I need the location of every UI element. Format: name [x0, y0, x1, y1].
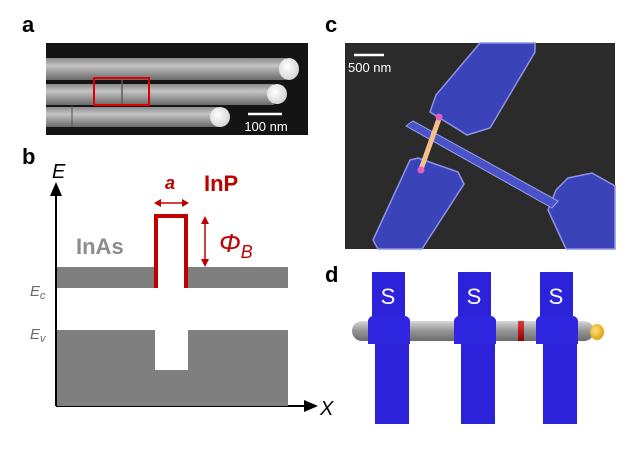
sem-contact-right	[547, 172, 616, 250]
position-axis-arrow	[304, 400, 318, 412]
contact-3-label: S	[549, 284, 564, 309]
panel-letter-b: b	[22, 144, 36, 169]
conduction-band-label: Ec	[30, 283, 46, 302]
barrier-width-symbol: a	[165, 173, 175, 193]
contact-2-bottom	[461, 344, 495, 424]
contact-2-label: S	[467, 284, 482, 309]
panel-letter-a: a	[22, 12, 35, 37]
tem-highlight-box	[93, 77, 150, 106]
position-axis-label: X	[319, 398, 334, 420]
inp-label: InP	[204, 171, 238, 196]
energy-axis-label: E	[52, 161, 66, 183]
inas-label: InAs	[76, 234, 124, 259]
contact-3-wrap	[536, 315, 578, 344]
sem-junction-top	[435, 113, 443, 121]
panel-d-device-schematic: S S S	[352, 272, 604, 424]
sem-nanowire	[417, 115, 443, 173]
inp-barrier-outline	[154, 214, 188, 288]
schematic-gold-tip	[590, 324, 604, 340]
tem-gold-tip-1	[279, 58, 299, 80]
contact-1-bottom	[375, 344, 409, 424]
barrier-height-symbol: ΦB	[219, 228, 253, 262]
tem-gold-tip-3	[210, 107, 230, 127]
contact-3-bottom	[543, 344, 577, 424]
panel-letter-c: c	[325, 12, 338, 37]
width-arrow-left	[154, 199, 161, 207]
sem-contact-bottom	[372, 157, 465, 250]
width-arrow-right	[182, 199, 189, 207]
valence-band	[57, 330, 288, 406]
tem-nanowire-2	[46, 84, 274, 105]
sem-contact-top	[429, 42, 536, 136]
contact-1-top	[372, 272, 405, 324]
contact-3-top	[540, 272, 573, 324]
schematic-inp-barrier	[518, 321, 524, 341]
tem-gold-tip-2	[267, 84, 287, 104]
panel-b-band-diagram: E X InAs InP a ΦB Ec Ev	[30, 161, 334, 420]
sem-scale-label: 500 nm	[348, 60, 391, 75]
energy-axis-arrow	[50, 182, 62, 196]
tem-scale-label: 100 nm	[244, 119, 287, 134]
contact-1-label: S	[381, 284, 396, 309]
tem-nanowire-1	[46, 58, 286, 80]
panel-c-sem-image: 500 nm	[345, 42, 616, 250]
panel-a-tem-image: 100 nm	[46, 43, 308, 135]
valence-band-label: Ev	[30, 326, 47, 345]
inp-barrier-fill	[154, 214, 187, 288]
panel-letter-d: d	[325, 262, 339, 287]
contact-1-wrap	[368, 315, 410, 344]
tem-nanowire-3	[46, 107, 218, 127]
contact-2-wrap	[454, 315, 496, 344]
sem-lead	[405, 120, 559, 209]
contact-2-top	[458, 272, 491, 324]
sem-junction-bottom	[417, 166, 425, 174]
